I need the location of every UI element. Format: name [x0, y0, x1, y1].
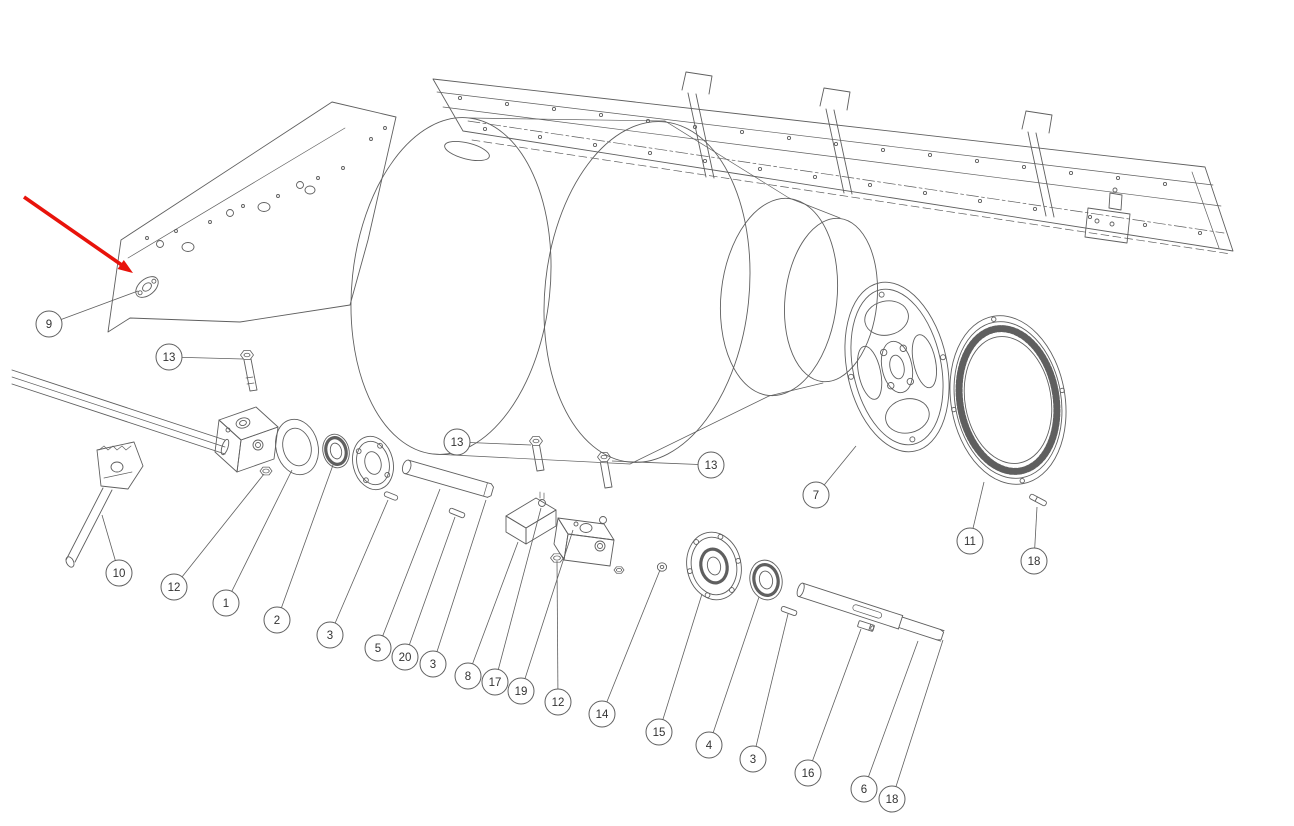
callout-number: 5: [375, 643, 381, 655]
callout-number: 1: [223, 598, 229, 610]
callout-balloon-12: 12: [160, 573, 188, 601]
tension-handle: [65, 441, 144, 568]
ring-gear: [949, 315, 1067, 485]
callout-balloon-10: 10: [105, 559, 133, 587]
callout-balloon-3: 3: [316, 621, 344, 649]
callout-number: 2: [274, 615, 280, 627]
set-screw: [857, 620, 875, 632]
auger-drum: [350, 117, 878, 465]
callout-balloon-3: 3: [419, 650, 447, 678]
callout-balloon-9: 9: [35, 310, 63, 338]
drive-spider-wheel: [844, 281, 950, 453]
callout-balloon-11: 11: [956, 527, 984, 555]
callout-balloon-4: 4: [695, 731, 723, 759]
callout-number: 20: [399, 652, 412, 664]
bracket-assembly: [505, 491, 615, 567]
bearing: [749, 559, 783, 601]
callout-number: 19: [515, 686, 528, 698]
callout-balloon-20: 20: [391, 643, 419, 671]
feeder-housing-panel: [432, 71, 1234, 255]
callout-number: 17: [489, 677, 502, 689]
hex-bolt: [240, 350, 258, 392]
part-flange-plate: [135, 276, 159, 298]
key-pin: [383, 491, 399, 501]
callout-number: 3: [750, 754, 756, 766]
washer: [656, 562, 668, 572]
hub-flange: [352, 435, 394, 491]
roll-pin: [1029, 493, 1047, 507]
key-pin: [780, 606, 798, 616]
callout-balloon-1: 1: [212, 589, 240, 617]
callout-balloon-16: 16: [794, 759, 822, 787]
callout-balloon-14: 14: [588, 700, 616, 728]
bearing-housing: [686, 531, 742, 601]
bearing: [322, 433, 350, 469]
callout-number: 9: [46, 319, 52, 331]
frame-tube: [11, 369, 230, 456]
callout-balloon-13: 13: [443, 428, 471, 456]
callout-number: 6: [861, 784, 867, 796]
hex-bolt: [597, 452, 613, 489]
callout-number: 10: [113, 568, 126, 580]
hex-nut: [259, 466, 273, 476]
callout-balloon-2: 2: [263, 606, 291, 634]
callout-number: 13: [451, 437, 464, 449]
callout-balloon-15: 15: [645, 718, 673, 746]
callout-number: 8: [465, 671, 471, 683]
callout-number: 13: [705, 460, 718, 472]
callout-number: 11: [964, 536, 976, 548]
callout-number: 16: [802, 768, 815, 780]
callout-balloon-18: 18: [1020, 547, 1048, 575]
callout-number: 3: [430, 659, 436, 671]
hex-bolt: [529, 436, 545, 472]
callout-number: 7: [813, 490, 819, 502]
callout-number: 18: [1028, 556, 1041, 568]
callout-number: 4: [706, 740, 713, 752]
callout-number: 3: [327, 630, 333, 642]
callout-number: 13: [163, 352, 176, 364]
callout-balloon-13: 13: [155, 343, 183, 371]
callout-balloon-8: 8: [454, 662, 482, 690]
callout-balloon-7: 7: [802, 481, 830, 509]
clevis-pin: [401, 459, 494, 498]
callout-number: 12: [168, 582, 181, 594]
callout-number: 18: [886, 794, 899, 806]
callout-balloon-3: 3: [739, 745, 767, 773]
pointer-arrow-icon: [22, 195, 133, 273]
flange-ring: [275, 418, 319, 476]
hex-nut: [613, 566, 625, 574]
callout-number: 12: [552, 697, 565, 709]
drive-shaft: [796, 582, 945, 642]
side-panel: [107, 101, 490, 333]
hex-nut: [550, 553, 564, 563]
callout-balloon-19: 19: [507, 677, 535, 705]
mount-block: [214, 406, 279, 473]
callout-balloon-5: 5: [364, 634, 392, 662]
callout-balloon-12: 12: [544, 688, 572, 716]
callout-balloon-13: 13: [697, 451, 725, 479]
callout-number: 15: [653, 727, 666, 739]
callout-balloon-17: 17: [481, 668, 509, 696]
callout-balloon-18: 18: [878, 785, 906, 813]
key-pin: [448, 507, 466, 519]
callout-number: 14: [596, 709, 609, 721]
callout-balloon-6: 6: [850, 775, 878, 803]
technical-drawing: [11, 71, 1234, 642]
